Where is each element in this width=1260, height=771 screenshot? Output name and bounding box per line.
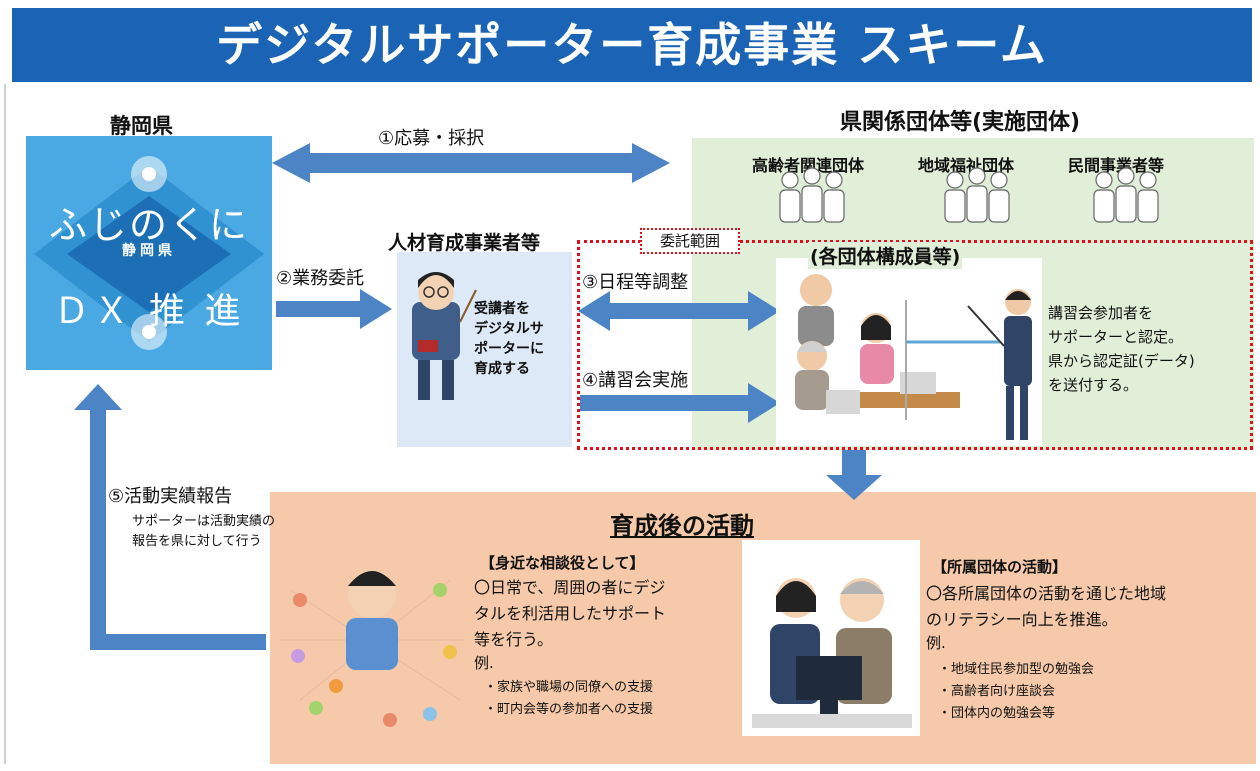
step-schedule-label: ③日程等調整 [582, 272, 689, 293]
left-heading: 【身近な相談役として】 [480, 554, 645, 572]
certify-line-1: 講習会参加者を [1048, 304, 1154, 322]
left-example: 例. [474, 654, 494, 672]
left-body-1: 〇日常で、周囲の者にデジ [474, 578, 666, 597]
right-heading: 【所属団体の活動】 [932, 558, 1068, 576]
trainer-desc-1: 受講者を [474, 301, 530, 317]
page-title: デジタルサポーター育成事業 スキーム [216, 18, 1048, 72]
trainer-desc-4: 育成する [474, 361, 530, 377]
members-label: (各団体構成員等) [808, 242, 963, 269]
step-commission-label: ②業務委託 [276, 268, 365, 289]
right-body-2: のリテラシー向上を推進。 [926, 610, 1118, 629]
group-private: 民間事業者等 [1068, 156, 1165, 175]
certify-line-2: サポーターと認定。 [1048, 328, 1184, 346]
group-welfare: 地域福祉団体 [918, 156, 1015, 175]
step-report-label: ⑤活動実績報告 [108, 486, 233, 507]
step-apply-label: ①応募・採択 [378, 128, 485, 149]
title-bar [12, 8, 1252, 82]
right-example: 例. [926, 634, 946, 652]
right-item-2: ・高齢者向け座談会 [938, 684, 1056, 699]
left-item-1: ・家族や職場の同僚への支援 [484, 680, 654, 695]
left-item-2: ・町内会等の参加者への支援 [484, 702, 654, 717]
arrow-commission [276, 289, 392, 329]
commission-scope-border [577, 240, 1253, 450]
certify-line-4: を送付する。 [1048, 376, 1139, 394]
right-item-1: ・地域住民参加型の勉強会 [938, 662, 1095, 677]
logo-line2: 静岡県 [122, 243, 176, 259]
trainer-desc-2: デジタルサ [474, 321, 544, 337]
prefecture-label: 静岡県 [110, 114, 173, 138]
after-title: 育成後の活動 [610, 512, 754, 540]
commission-scope-label: 委託範囲 [640, 228, 740, 254]
certify-line-3: 県から認定証(データ) [1048, 352, 1195, 370]
logo-line1: ふじのくに [48, 203, 249, 247]
right-item-3: ・団体内の勉強会等 [938, 706, 1056, 721]
dx-logo: ふじのくに 静岡県 ＤＸ 推 進 [26, 136, 272, 370]
step-report-note-1: サポーターは活動実績の [132, 514, 276, 529]
frame-border [4, 84, 6, 764]
step-training-label: ④講習会実施 [582, 370, 689, 391]
left-body-2: タルを利活用したサポート [474, 604, 667, 623]
group-elderly: 高齢者関連団体 [752, 156, 865, 175]
trainer-header: 人材育成事業者等 [388, 232, 541, 254]
step-report-note-2: 報告を県に対して行う [132, 534, 262, 549]
logo-line3: ＤＸ 推 進 [53, 291, 245, 332]
left-body-3: 等を行う。 [474, 630, 554, 649]
trainer-desc-3: ポーターに [474, 341, 544, 357]
logo-graphic [34, 156, 264, 350]
right-body-1: 〇各所属団体の活動を通じた地域 [926, 584, 1167, 603]
organizations-header: 県関係団体等(実施団体) [840, 110, 1081, 135]
